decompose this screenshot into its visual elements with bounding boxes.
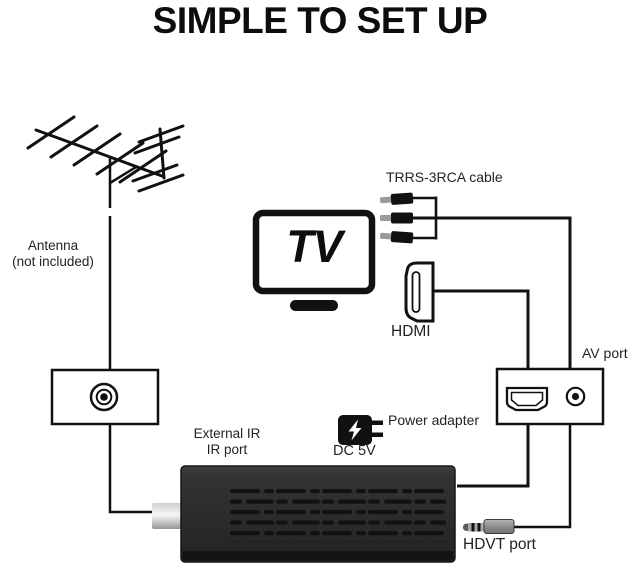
page-title: SIMPLE TO SET UP (152, 0, 488, 41)
trrs-cable-label: TRRS-3RCA cable (386, 169, 503, 185)
tv-label: TV (286, 221, 343, 272)
antenna-label-line2: (not included) (12, 253, 94, 269)
stick-bottom-edge (182, 551, 454, 561)
av-to-stick-cable-line (457, 424, 530, 488)
tv-stand (290, 300, 338, 311)
hdmi-port-icon (505, 386, 549, 412)
antenna-brace (108, 165, 138, 185)
external-ir-label-line2: IR port (206, 441, 248, 457)
coax-wall-outlet-icon (50, 368, 160, 426)
lightning-bolt-icon (348, 419, 362, 441)
stick-vents (230, 489, 446, 542)
av-port-label: AV port (582, 345, 628, 361)
external-ir-label-line1: External IR (193, 426, 261, 441)
aux-plug-icon (463, 519, 515, 534)
dc-5v-label: DC 5V (333, 443, 376, 459)
connection-lines (108, 157, 572, 529)
tv-icon (252, 209, 376, 311)
external-ir-label: External IR IR port (174, 426, 280, 457)
hdmi-plug-icon (404, 261, 435, 323)
rca-to-av-cable-line (413, 216, 572, 369)
yagi-antenna-icon (26, 115, 185, 193)
outlet-to-stick-cable-line (108, 425, 152, 514)
hdvt-port-label: HDVT port (463, 536, 536, 553)
av-to-aux-cable-line (513, 424, 572, 529)
power-adapter-icon (338, 415, 383, 445)
hdmi-label: HDMI (391, 323, 431, 340)
tuner-stick-icon (152, 465, 456, 563)
power-adapter-label: Power adapter (388, 412, 480, 428)
av-jack-icon (565, 386, 586, 407)
antenna-label-line1: Antenna (27, 238, 79, 253)
rca-connectors-icon (379, 192, 414, 244)
antenna-label: Antenna (not included) (0, 238, 106, 269)
av-adapter-box-icon (495, 367, 605, 426)
coax-connector-icon (152, 503, 184, 529)
hdmi-to-av-cable-line (434, 289, 530, 369)
